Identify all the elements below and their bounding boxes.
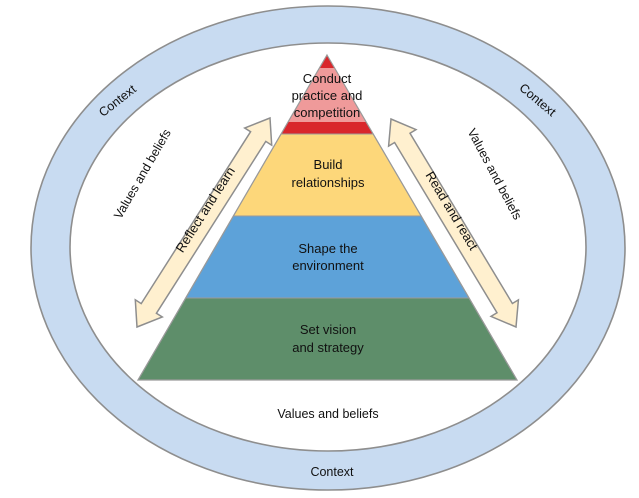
layer-label-vision-line1: Set vision — [300, 322, 356, 337]
pyramid — [136, 53, 519, 381]
layer-label-conduct-line1: Conduct — [303, 71, 352, 86]
layer-label-build-line2: relationships — [292, 175, 365, 190]
layer-label-shape-line1: Shape the — [298, 241, 357, 256]
layer-label-conduct-line2: practice and — [292, 88, 363, 103]
layer-label-build-line1: Build — [314, 157, 343, 172]
layer-label-conduct-line3: competition — [294, 105, 360, 120]
pyramid-layer-vision — [137, 297, 518, 381]
layer-label-shape-line2: environment — [292, 258, 364, 273]
pyramid-layer-shape — [184, 215, 470, 299]
layer-label-vision-line2: and strategy — [292, 340, 364, 355]
pyramid-outline — [136, 53, 519, 381]
reflect-and-learn-arrow — [134, 116, 273, 329]
values-label-bottom: Values and beliefs — [277, 407, 378, 421]
context-label-bottom: Context — [310, 465, 354, 479]
read-and-react-arrow — [387, 117, 520, 329]
pyramid-layer-conduct-text-band — [288, 68, 367, 122]
